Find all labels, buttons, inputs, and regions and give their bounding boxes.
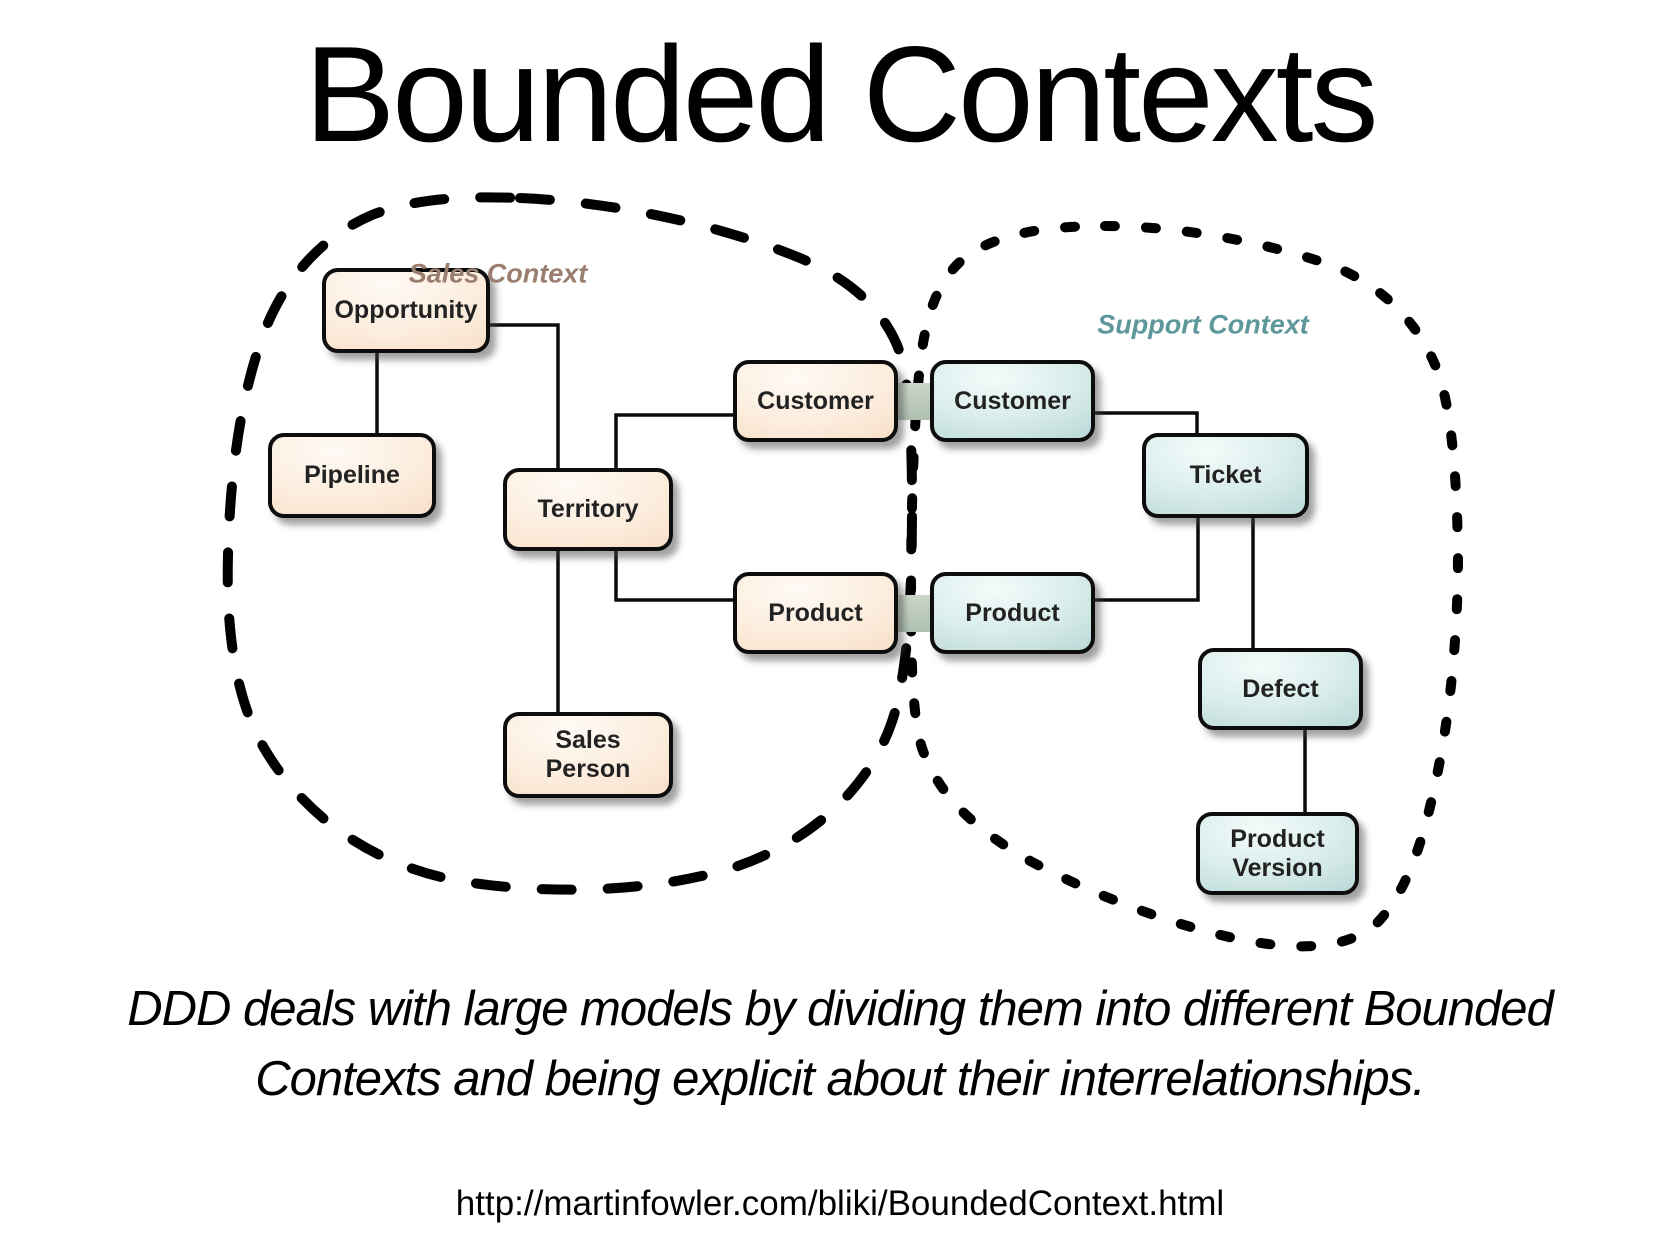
node-sales-person: Sales Person	[503, 712, 673, 798]
sales-context-label: Sales Context	[408, 258, 588, 289]
source-url: http://martinfowler.com/bliki/BoundedCon…	[455, 1184, 1225, 1223]
relationship-opportunity-territory-salesperson	[490, 323, 560, 712]
node-pipeline: Pipeline	[268, 433, 436, 518]
slide-title: Bounded Contexts	[304, 18, 1378, 170]
node-ticket: Ticket	[1142, 433, 1309, 518]
node-opportunity: Opportunity	[322, 268, 490, 353]
node-product-sales: Product	[733, 572, 898, 654]
caption-text: DDD deals with large models by dividing …	[0, 974, 1680, 1114]
node-product-version: Product Version	[1196, 812, 1359, 895]
caption-line: DDD deals with large models by dividing …	[127, 982, 1554, 1036]
node-label: Customer	[757, 386, 874, 415]
node-territory: Territory	[503, 468, 673, 551]
caption-line: Contexts and being explicit about their …	[255, 1052, 1425, 1106]
node-label: Product	[768, 598, 863, 627]
node-product-support: Product	[930, 572, 1095, 654]
node-label: Product	[965, 598, 1060, 627]
sales-context-boundary	[222, 192, 917, 895]
node-label: Customer	[954, 386, 1071, 415]
node-label: Sales Person	[545, 726, 631, 783]
node-label: Opportunity	[334, 296, 478, 325]
node-defect: Defect	[1198, 648, 1363, 730]
support-context-label: Support Context	[1097, 309, 1309, 340]
node-customer-support: Customer	[930, 360, 1095, 442]
relationship-customer-ticket	[1095, 411, 1199, 433]
node-label: Ticket	[1189, 461, 1262, 490]
relationship-ticket-product	[1095, 518, 1200, 602]
node-customer-sales: Customer	[733, 360, 898, 442]
node-label: Pipeline	[304, 461, 400, 490]
node-label: Product Version	[1230, 824, 1325, 882]
node-label: Defect	[1242, 674, 1319, 703]
node-label: Territory	[537, 495, 639, 524]
